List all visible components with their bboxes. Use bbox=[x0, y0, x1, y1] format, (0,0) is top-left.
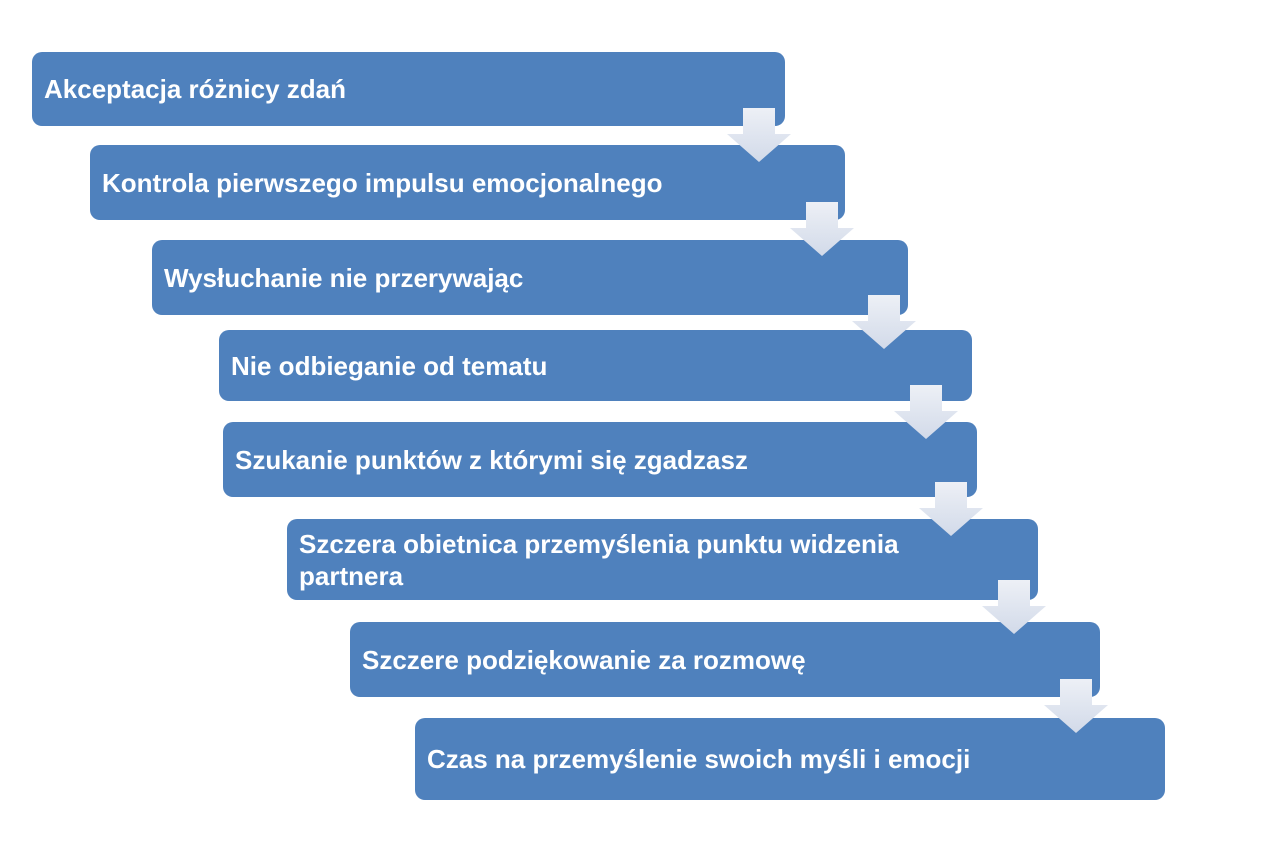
step-label-3: Wysłuchanie nie przerywając bbox=[164, 262, 524, 293]
down-arrow-icon bbox=[1044, 679, 1108, 733]
down-arrow-icon bbox=[727, 108, 791, 162]
down-arrow-icon bbox=[919, 482, 983, 536]
step-label-7: Szczere podziękowanie za rozmowę bbox=[362, 644, 806, 675]
step-bar-6: Szczera obietnica przemyślenia punktu wi… bbox=[287, 519, 1038, 600]
step-label-2: Kontrola pierwszego impulsu emocjonalneg… bbox=[102, 167, 663, 198]
step-bar-8: Czas na przemyślenie swoich myśli i emoc… bbox=[415, 718, 1165, 800]
step-bar-5: Szukanie punktów z którymi się zgadzasz bbox=[223, 422, 977, 497]
step-bar-7: Szczere podziękowanie za rozmowę bbox=[350, 622, 1100, 697]
step-label-6: Szczera obietnica przemyślenia punktu wi… bbox=[299, 528, 899, 591]
step-label-1: Akceptacja różnicy zdań bbox=[44, 74, 346, 104]
step-bar-3: Wysłuchanie nie przerywając bbox=[152, 240, 908, 315]
step-bar-1: Akceptacja różnicy zdań bbox=[32, 52, 785, 126]
down-arrow-icon bbox=[894, 385, 958, 439]
step-label-8: Czas na przemyślenie swoich myśli i emoc… bbox=[427, 744, 971, 774]
step-label-4: Nie odbieganie od tematu bbox=[231, 350, 548, 381]
down-arrow-icon bbox=[790, 202, 854, 256]
down-arrow-icon bbox=[852, 295, 916, 349]
down-arrow-icon bbox=[982, 580, 1046, 634]
step-bar-4: Nie odbieganie od tematu bbox=[219, 330, 972, 401]
step-label-5: Szukanie punktów z którymi się zgadzasz bbox=[235, 444, 748, 475]
step-bar-2: Kontrola pierwszego impulsu emocjonalneg… bbox=[90, 145, 845, 220]
